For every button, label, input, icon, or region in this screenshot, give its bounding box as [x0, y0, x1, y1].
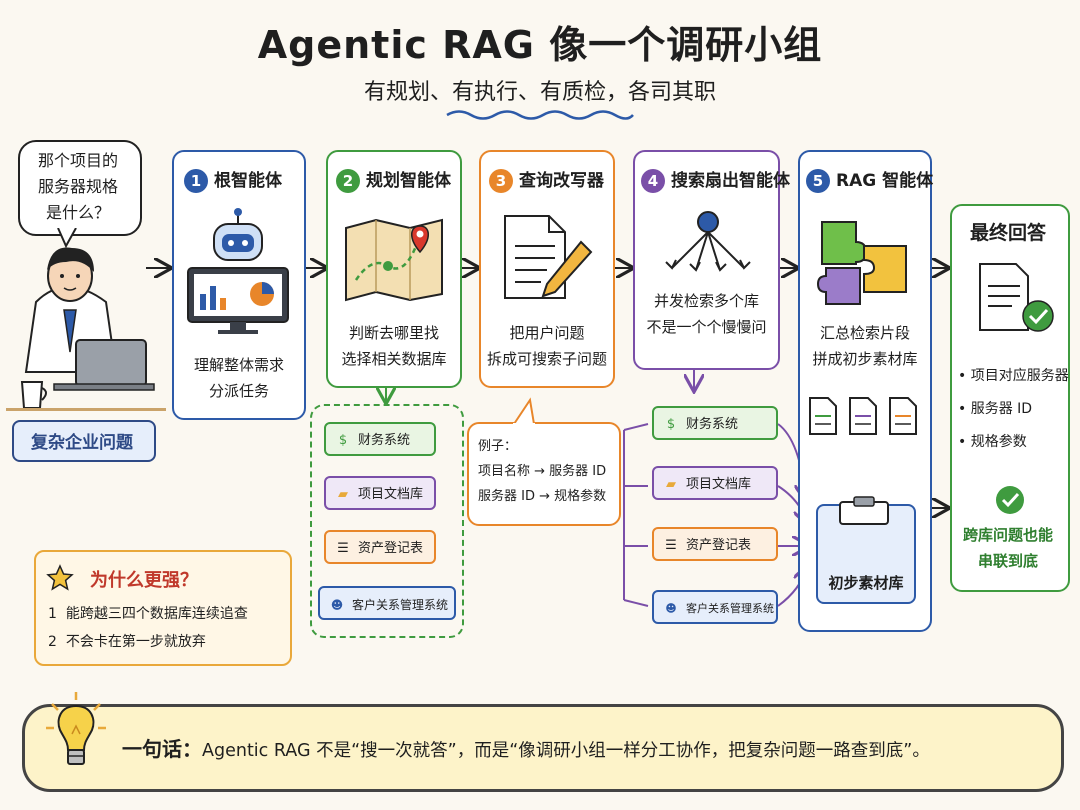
puzzle-pieces-icon	[816, 221, 907, 305]
agent-desc-root: 理解整体需求 分派任务	[193, 356, 284, 400]
agent-name: 规划智能体	[366, 171, 451, 191]
rewrite-example-title: 例子：	[478, 439, 518, 454]
db-finance: $财务系统	[652, 406, 778, 440]
rewrite-example-bubble	[467, 422, 621, 526]
rewrite-example-line: 项目名称 → 服务器 ID	[478, 464, 607, 479]
why-stronger-title: 为什么更强？	[90, 570, 198, 591]
one-liner-content: Agentic RAG 不是“搜一次就答”，而是“像调研小组一样分工协作，把复杂…	[202, 741, 930, 761]
wave-underline	[446, 110, 634, 120]
bubble-tail	[513, 397, 535, 426]
agent-title-planner: 2 规划智能体	[336, 166, 451, 193]
snippet-documents-icon	[809, 397, 917, 435]
agent-name: 搜索扇出智能体	[671, 171, 790, 191]
clipboard-icon	[839, 496, 889, 525]
step-number: 2	[336, 169, 360, 193]
agent-desc-planner: 判断去哪里找 选择相关数据库	[341, 324, 447, 368]
agent-name: 查询改写器	[519, 171, 604, 191]
check-circle-icon	[996, 486, 1024, 514]
db-finance: $财务系统	[324, 422, 436, 456]
light-bulb-icon	[46, 692, 106, 765]
page-title: Agentic RAG 像一个调研小组	[257, 23, 823, 67]
material-pool-label: 初步素材库	[828, 574, 904, 592]
why-stronger-item: 1 能跨越三四个数据库连续追查	[48, 606, 248, 622]
clipboard-icon: ☰	[337, 541, 349, 556]
money-bag-icon: $	[338, 433, 348, 448]
complex-question-label: 复杂企业问题	[31, 433, 133, 453]
page-subtitle: 有规划、有执行、有质检，各司其职	[363, 80, 716, 105]
db-asset-register: ☰资产登记表	[324, 530, 436, 564]
step-number: 3	[489, 169, 513, 193]
map-pin-icon	[345, 218, 443, 302]
db-crm: ☻客户关系管理系统	[318, 586, 456, 620]
one-liner-text: 一句话：Agentic RAG 不是“搜一次就答”，而是“像调研小组一样分工协作…	[122, 733, 1052, 762]
final-conclusion: 跨库问题也能 串联到底	[962, 526, 1053, 570]
final-answer-title: 最终回答	[969, 222, 1046, 244]
folder-icon: ▰	[666, 477, 676, 492]
agent-title-root: 1 根智能体	[184, 166, 282, 193]
why-stronger-box	[34, 550, 292, 666]
complex-question-tag	[12, 420, 156, 462]
agent-name: 根智能体	[214, 171, 282, 191]
agent-name: RAG 智能体	[836, 171, 934, 191]
selected-db-group	[310, 404, 464, 638]
final-answer-item: • 规格参数	[958, 434, 1027, 450]
final-answer-item: • 服务器 ID	[958, 401, 1033, 417]
final-answer-list: • 项目对应服务器 • 服务器 ID • 规格参数	[958, 360, 1069, 459]
why-stronger-item: 2 不会卡在第一步就放弃	[48, 634, 206, 650]
agent-title-rag: 5 RAG 智能体	[806, 166, 933, 193]
agent-desc-rag: 汇总检索片段 拼成初步素材库	[812, 324, 918, 368]
rewrite-example-text: 例子： 项目名称 → 服务器 ID 服务器 ID → 规格参数	[478, 434, 606, 509]
db-project-docs: ▰项目文档库	[324, 476, 436, 510]
rewrite-example-line: 服务器 ID → 规格参数	[478, 489, 607, 504]
step-number: 1	[184, 169, 208, 193]
question-text: 那个项目的 服务器规格 是什么？	[37, 151, 118, 222]
people-icon: ☻	[665, 602, 677, 615]
agent-desc-search-fanout: 并发检索多个库 不是一个个慢慢问	[646, 292, 767, 336]
question-bubble	[18, 140, 142, 236]
db-project-docs: ▰项目文档库	[652, 466, 778, 500]
people-icon: ☻	[330, 598, 344, 612]
agent-title-rewriter: 3 查询改写器	[489, 166, 604, 193]
step-number: 5	[806, 169, 830, 193]
document-check-icon	[979, 263, 1054, 332]
agent-desc-rewriter: 把用户问题 拆成可搜索子问题	[486, 324, 607, 368]
star-icon	[46, 564, 74, 591]
user-at-laptop-illustration	[6, 247, 166, 411]
folder-icon: ▰	[338, 487, 348, 502]
clipboard-icon: ☰	[665, 538, 677, 553]
document-pencil-icon	[504, 215, 593, 299]
fan-out-icon	[665, 211, 751, 272]
one-liner-banner	[22, 704, 1064, 792]
agent-title-search-fanout: 4 搜索扇出智能体	[641, 166, 790, 193]
money-bag-icon: $	[666, 417, 676, 432]
robot-dashboard-icon	[187, 208, 289, 334]
db-crm: ☻客户关系管理系统	[652, 590, 778, 624]
db-asset-register: ☰资产登记表	[652, 527, 778, 561]
one-liner-label: 一句话：	[122, 737, 202, 761]
bubble-tail	[57, 228, 77, 249]
why-stronger-list: 1 能跨越三四个数据库连续追查 2 不会卡在第一步就放弃	[48, 600, 248, 656]
step-number: 4	[641, 169, 665, 193]
final-answer-item: • 项目对应服务器	[958, 368, 1069, 384]
